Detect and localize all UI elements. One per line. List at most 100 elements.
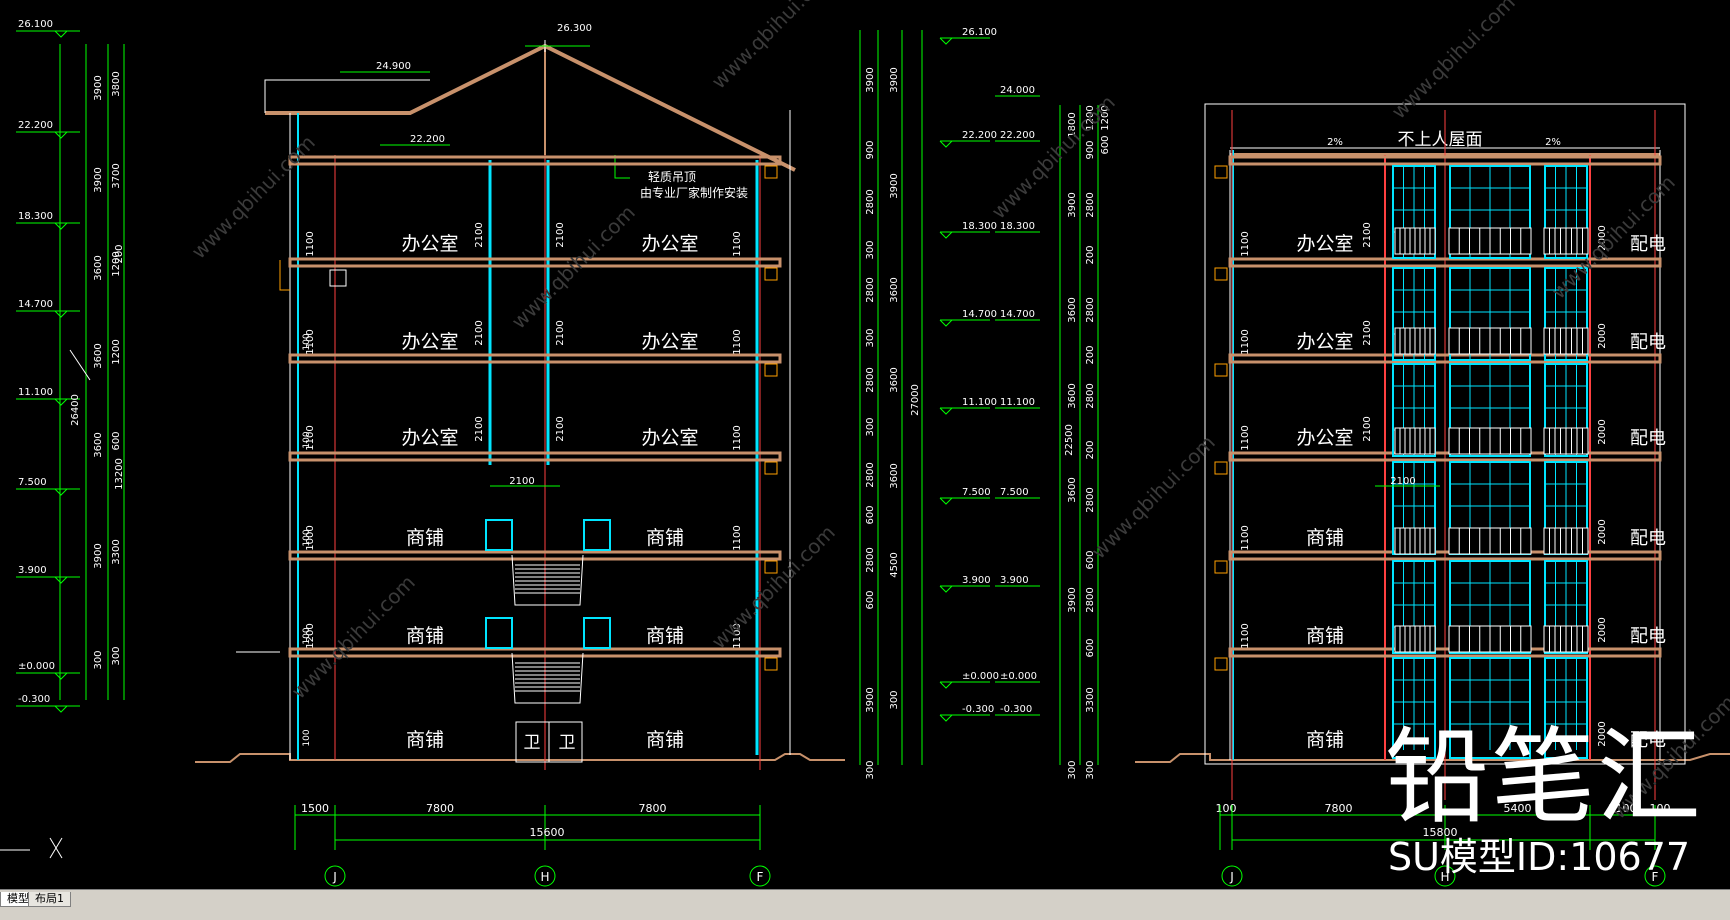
mid-elevation-label-right: 18.300 xyxy=(1000,221,1035,232)
roof-slope: 2% xyxy=(1545,137,1561,148)
left-dim-b-text: 300 xyxy=(111,646,122,665)
window-height-dim: 1100 xyxy=(732,231,743,256)
window-height-dim: 1100 xyxy=(1240,525,1251,550)
left-elevation-label: 7.500 xyxy=(18,477,47,488)
canopy-bracket xyxy=(279,260,290,291)
mid-dim-a-text: 300 xyxy=(865,328,876,347)
axis-dim-text: 100 xyxy=(1216,802,1237,815)
window-height-dim: 1100 xyxy=(305,329,316,354)
mid-elevation-label: 14.700 xyxy=(962,309,997,320)
floor-slab xyxy=(288,155,782,166)
window-height-dim: 2000 xyxy=(1597,419,1608,444)
left-elevation-label: 18.300 xyxy=(18,211,53,222)
window-height-dim: 1100 xyxy=(305,231,316,256)
floor-slab xyxy=(288,353,782,364)
tab-layout-1[interactable]: 布局1 xyxy=(28,892,71,907)
floor-slab xyxy=(1228,550,1662,561)
cad-drawing-canvas[interactable]: 26.10022.20018.30014.70011.1007.5003.900… xyxy=(0,0,1730,889)
window-height-dim: 2100 xyxy=(474,320,485,345)
floor-slab xyxy=(1228,451,1662,462)
watermark-site-text: www.qbihui.com xyxy=(707,0,840,94)
right-dim-a-text: 300 xyxy=(1067,760,1078,779)
roof-parapet xyxy=(264,79,430,113)
floor-slab xyxy=(1228,155,1662,166)
left-elevation-label: 26.100 xyxy=(18,19,53,30)
floor-slab xyxy=(288,257,782,268)
elevation-marker xyxy=(54,705,68,713)
section-1-drawing: 26.30024.90022.200轻质吊顶由专业厂家制作安装办公室办公室210… xyxy=(195,23,845,887)
left-dim-a-text: 3600 xyxy=(93,343,104,368)
right-dim-c-text: 600 xyxy=(1100,135,1111,154)
window-height-dim: 1100 xyxy=(1240,425,1251,450)
left-elevation-label: 14.700 xyxy=(18,299,53,310)
left-dim-a-text: 3900 xyxy=(93,75,104,100)
middle-dimension-chain: 3900900280030028003002800300280060028006… xyxy=(859,27,1111,780)
left-elevation-label: 22.200 xyxy=(18,120,53,131)
room-label-elec: 配电 xyxy=(1630,730,1666,751)
ceiling-note-1: 轻质吊顶 xyxy=(648,170,696,184)
window-height-dim: 2100 xyxy=(1362,320,1373,345)
left-dim-b-text: 600 xyxy=(111,431,122,450)
room-label-shop: 商铺 xyxy=(406,527,444,549)
room-label-elec: 配电 xyxy=(1630,428,1666,449)
elevation-marker xyxy=(939,37,953,45)
elevation-marker xyxy=(54,222,68,230)
mid-dim-b-text: 3900 xyxy=(889,67,900,92)
right-dim-b-text: 2800 xyxy=(1085,192,1096,217)
axis-bubble xyxy=(1221,865,1243,887)
stair-outline xyxy=(511,652,584,704)
watermark-site-text: www.qbihui.com xyxy=(187,130,320,263)
left-dim-a-text: 3900 xyxy=(93,167,104,192)
axis-bubble xyxy=(324,865,346,887)
window-height-dim: 2100 xyxy=(555,222,566,247)
window-height-dim: 1100 xyxy=(732,525,743,550)
window-height-dim: 1100 xyxy=(1240,623,1251,648)
room-label-office: 办公室 xyxy=(1296,427,1353,449)
room-label-elec: 配电 xyxy=(1630,332,1666,353)
elevation-marker xyxy=(939,714,953,722)
elevation-marker xyxy=(54,488,68,496)
left-dim-a-text: 3600 xyxy=(93,255,104,280)
roof-label: 不上人屋面 xyxy=(1398,130,1483,150)
elevation-marker xyxy=(939,319,953,327)
elevation-marker xyxy=(939,585,953,593)
room-label-office: 办公室 xyxy=(401,427,458,449)
mid-dim-b-text: 3600 xyxy=(889,367,900,392)
elevation-marker xyxy=(939,681,953,689)
stair-railing xyxy=(583,617,611,649)
axis-dim-text: 5400 xyxy=(1504,802,1532,815)
right-dim-a-text: 3900 xyxy=(1067,587,1078,612)
floor-slab xyxy=(1228,257,1662,268)
right-total-dim: 22500 xyxy=(1064,424,1075,456)
mid-dim-a-text: 2800 xyxy=(865,189,876,214)
room-label-elec: 配电 xyxy=(1630,528,1666,549)
window-height-dim: 2100 xyxy=(474,416,485,441)
mid-dim-a-text: 3900 xyxy=(865,67,876,92)
elevation-marker xyxy=(54,310,68,318)
left-dim-a-text: 300 xyxy=(93,650,104,669)
tab-model[interactable]: 模型 xyxy=(0,892,36,907)
window-height-dim: 2000 xyxy=(1597,225,1608,250)
ridge-elevation: 26.300 xyxy=(557,23,592,34)
axis-bubble-label: F xyxy=(1652,870,1659,884)
window-height-dim: 1100 xyxy=(732,425,743,450)
mid-dim-b-text: 3900 xyxy=(889,173,900,198)
roof-line xyxy=(265,43,796,172)
window-height-dim: 1200 xyxy=(305,623,316,648)
mid-elevation-label: ±0.000 xyxy=(962,671,999,682)
left-total-dim-b: 13200 xyxy=(114,458,125,490)
right-dim-a-text: 3900 xyxy=(1067,192,1078,217)
axis-dim-text: 7800 xyxy=(426,802,454,815)
room-label-shop: 商铺 xyxy=(1306,729,1344,751)
break-mark xyxy=(69,349,91,381)
elevation-marker xyxy=(939,140,953,148)
mid-elevation-label: -0.300 xyxy=(962,704,994,715)
mid-elevation-label: 26.100 xyxy=(962,27,997,38)
mid-dim-b-text: 300 xyxy=(889,690,900,709)
mid-dim-a-text: 300 xyxy=(865,417,876,436)
beam-section xyxy=(1214,461,1228,475)
watermark-site-text: www.qbihui.com xyxy=(987,90,1120,223)
elevation-marker xyxy=(939,407,953,415)
watermark-model-id: SU模型ID:10677 xyxy=(1388,835,1691,879)
